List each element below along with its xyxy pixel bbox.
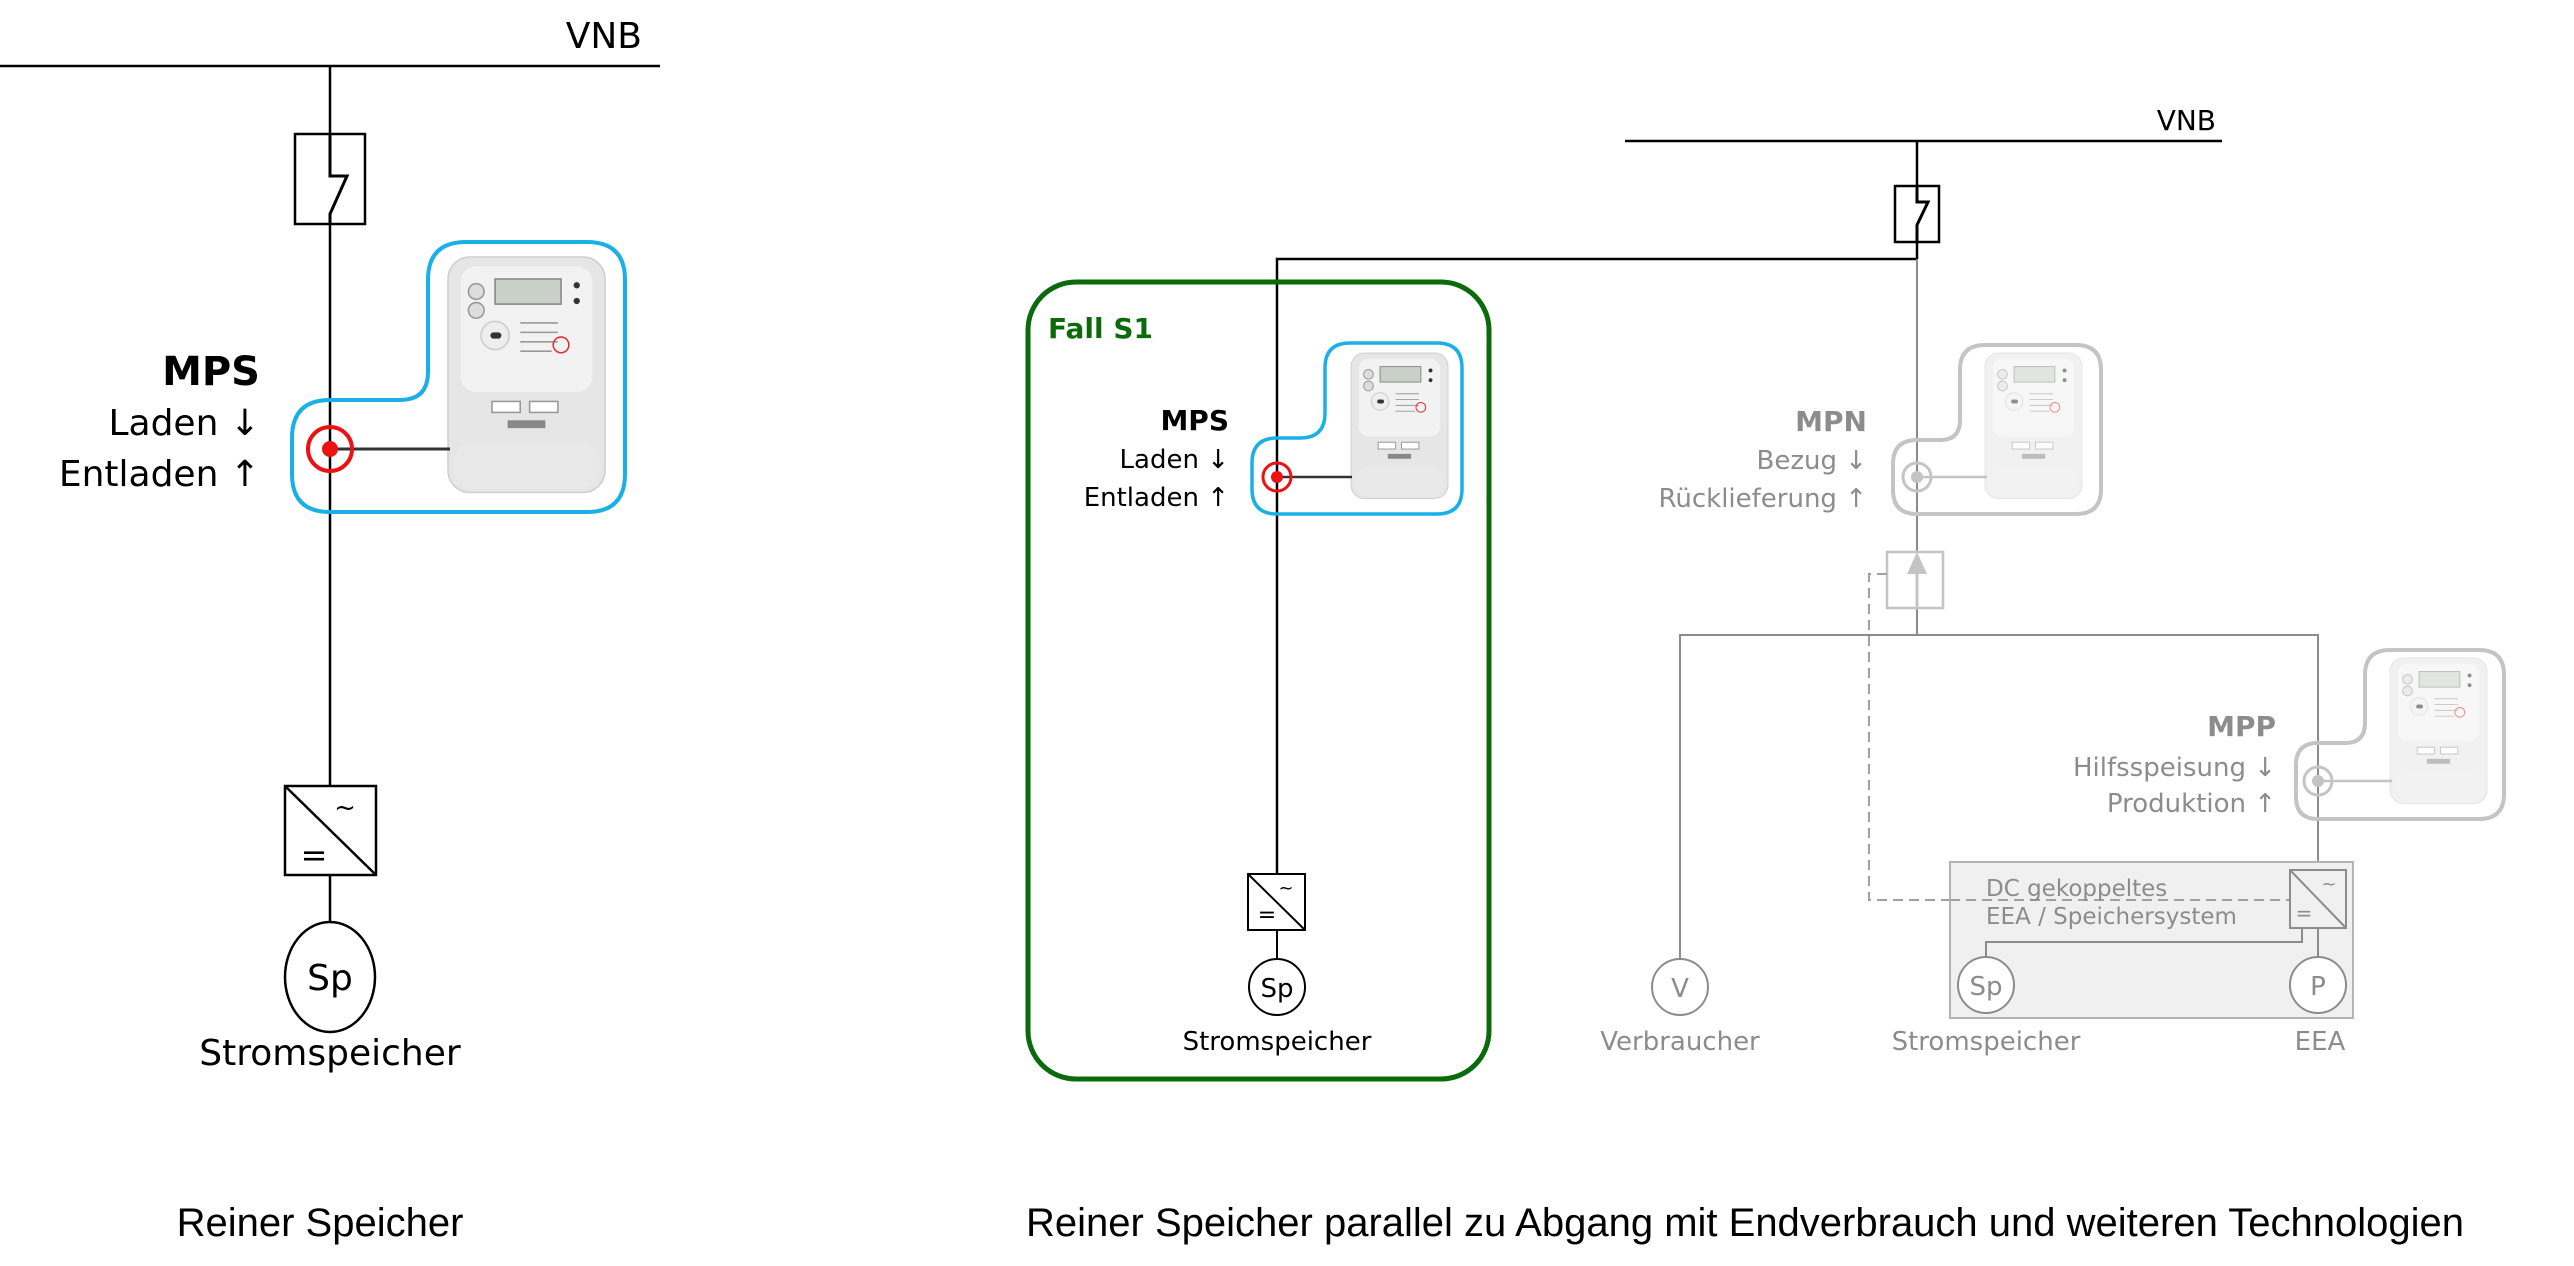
meter-name: MPS <box>162 349 260 395</box>
producer-icon: P <box>2289 956 2347 1014</box>
meter-direction-out: Entladen ↑ <box>1084 483 1229 513</box>
right-panel: VNB Fall S1 MPS Laden ↓ Entladen ↑ ~ = <box>1025 104 2506 1245</box>
meter-direction-in: Bezug ↓ <box>1756 446 1867 476</box>
fuse-switch-icon <box>293 132 367 226</box>
meter-direction-out: Rücklieferung ↑ <box>1658 484 1867 514</box>
svg-text:~: ~ <box>1278 878 1293 899</box>
inverter-icon: ~ = <box>1247 873 1306 931</box>
distribution-bus <box>1679 634 2319 959</box>
meter-name: MPS <box>1160 404 1229 437</box>
smart-meter-image <box>1984 352 2083 499</box>
left-caption: Reiner Speicher <box>177 1201 464 1245</box>
svg-text:Sp: Sp <box>1260 974 1293 1004</box>
measure-point-ring <box>2302 765 2334 797</box>
smart-meter-image <box>2389 657 2488 804</box>
storage-label: Stromspeicher <box>1892 1027 2081 1057</box>
fuse-switch-icon <box>1893 184 1941 244</box>
smart-meter-image <box>447 256 606 494</box>
meter-mpp-group: MPP Hilfsspeisung ↓ Produktion ↑ <box>2073 648 2506 821</box>
measure-point-ring <box>1261 461 1293 493</box>
storage-label: Stromspeicher <box>1183 1027 1372 1057</box>
meter-mpn-group: MPN Bezug ↓ Rücklieferung ↑ <box>1658 343 2103 516</box>
measure-point-dot <box>1271 471 1283 483</box>
grid-label: VNB <box>2157 104 2216 137</box>
svg-text:V: V <box>1671 974 1689 1004</box>
consumer-label: Verbraucher <box>1600 1027 1760 1057</box>
meter-direction-in: Hilfsspeisung ↓ <box>2073 753 2276 783</box>
dc-coupled-system: DC gekoppeltes EEA / Speichersystem ~ = … <box>1949 861 2354 1019</box>
meter-mps-group: MPS Laden ↓ Entladen ↑ <box>59 240 627 514</box>
storage-icon: Sp <box>1957 956 2015 1014</box>
control-signal-line <box>1868 573 2290 901</box>
case-title: Fall S1 <box>1048 312 1153 345</box>
grid-label: VNB <box>566 16 642 57</box>
svg-text:=: = <box>2296 901 2313 925</box>
svg-text:Sp: Sp <box>1969 972 2002 1002</box>
dc-system-box <box>1949 861 2354 1019</box>
svg-text:=: = <box>301 836 328 874</box>
measure-point-ring <box>1901 461 1933 493</box>
producer-label: EEA <box>2295 1027 2346 1057</box>
right-caption: Reiner Speicher parallel zu Abgang mit E… <box>1026 1201 2464 1245</box>
meter-direction-out: Entladen ↑ <box>59 454 260 495</box>
svg-text:~: ~ <box>334 793 356 823</box>
meter-direction-out: Produktion ↑ <box>2107 789 2276 819</box>
flow-arrow-icon <box>1885 550 1945 610</box>
meter-direction-in: Laden ↓ <box>108 403 260 444</box>
meter-direction-in: Laden ↓ <box>1120 445 1229 475</box>
meter-name: MPP <box>2207 710 2276 743</box>
inverter-icon: ~ = <box>283 784 378 877</box>
dc-system-label-1: DC gekoppeltes <box>1986 876 2167 902</box>
meter-highlight-outline <box>1250 341 1464 516</box>
meter-mps-group: MPS Laden ↓ Entladen ↑ <box>1084 341 1464 516</box>
meter-name: MPN <box>1795 405 1867 438</box>
storage-label: Stromspeicher <box>199 1033 461 1074</box>
meter-outline <box>2294 648 2506 821</box>
meter-highlight-outline <box>290 240 627 514</box>
svg-text:P: P <box>2310 972 2326 1002</box>
faded-installation: MPN Bezug ↓ Rücklieferung ↑ MPP Hilfsspe… <box>1600 259 2506 1057</box>
inverter-icon: ~ = <box>2289 869 2347 929</box>
svg-text:~: ~ <box>2321 874 2336 895</box>
measure-point-dot <box>1911 471 1923 483</box>
measure-point-dot <box>322 441 338 457</box>
measure-point-ring <box>306 425 354 473</box>
case-box <box>1025 279 1492 1082</box>
consumer-icon: V <box>1651 958 1709 1016</box>
storage-icon: Sp <box>1248 958 1306 1016</box>
meter-outline <box>1891 343 2103 516</box>
left-panel: VNB MPS Laden ↓ Entladen ↑ ~ = Sp Str <box>0 16 660 1245</box>
storage-icon: Sp <box>283 920 377 1034</box>
svg-text:=: = <box>1258 903 1276 928</box>
measure-point-dot <box>2312 775 2324 787</box>
dc-system-label-2: EEA / Speichersystem <box>1986 904 2237 930</box>
storage-branch-line <box>1275 257 1917 874</box>
smart-meter-image <box>1350 352 1449 499</box>
svg-text:Sp: Sp <box>307 958 353 999</box>
